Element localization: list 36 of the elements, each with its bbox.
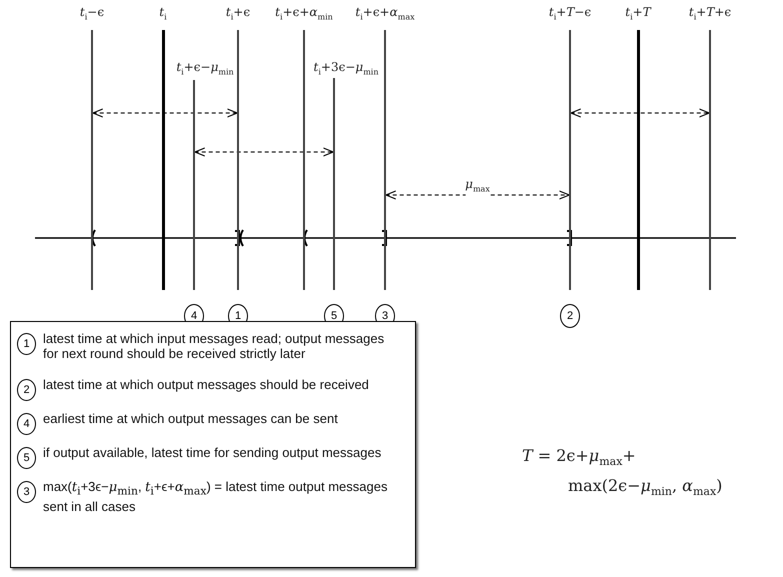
time-marker-line: [193, 80, 195, 290]
formula: T = 2ϵ+μ$_{max}$+ max(2ϵ−μ$_{min}$, α$_{max}$): [522, 445, 724, 500]
time-marker-line: [333, 78, 335, 290]
double-arrow: [194, 148, 334, 156]
time-label: t$_{i}$+T+ϵ: [688, 5, 732, 24]
legend-text: latest time at which input messages read; output messages for next round should be received strictly later: [43, 331, 386, 361]
legend-text: if output available, latest time for sending output messages: [43, 445, 382, 460]
time-marker-line: [162, 30, 164, 290]
legend-text: max(t$_{i}$+3ϵ−μ$_{min}$, t$_{i}$+ϵ+α$_{max}$) = latest time output messages sent in all cases: [43, 479, 388, 514]
time-marker-line: [303, 30, 305, 290]
time-marker-line: [384, 30, 386, 290]
time-label: t$_{i}$+ϵ+α$_{min}$: [275, 5, 333, 24]
double-arrow: [92, 108, 238, 118]
legend-number: 2: [17, 379, 36, 401]
time-marker-line: [709, 30, 711, 290]
legend-number: 1: [17, 333, 36, 355]
legend-number: 3: [17, 481, 36, 503]
legend-number: 4: [17, 413, 36, 435]
time-label: t$_{i}$+ϵ: [226, 5, 250, 24]
time-marker-line: [91, 30, 93, 290]
time-label: t$_{i}$+ϵ+α$_{max}$: [355, 5, 415, 24]
time-marker-line: [569, 30, 571, 290]
time-label: t$_{i}$+T−ϵ: [548, 5, 592, 24]
time-label: t$_{i}$−ϵ: [80, 5, 104, 24]
time-label: t$_{i}$: [159, 5, 167, 24]
legend-number: 5: [17, 447, 36, 469]
time-label: t$_{i}$+3ϵ−μ$_{min}$: [314, 60, 378, 78]
double-arrow: [570, 108, 710, 118]
legend-text: latest time at which output messages should be received: [43, 377, 370, 392]
double-arrow: [385, 190, 570, 200]
time-marker-line: [636, 30, 640, 290]
legend-text: earliest time at which output messages can be sent: [43, 411, 339, 426]
time-label: t$_{i}$+ϵ−μ$_{min}$: [176, 60, 234, 78]
time-label: t$_{i}$+T: [625, 5, 651, 24]
time-marker-line: [237, 30, 239, 290]
callout-number: 2: [560, 304, 580, 328]
